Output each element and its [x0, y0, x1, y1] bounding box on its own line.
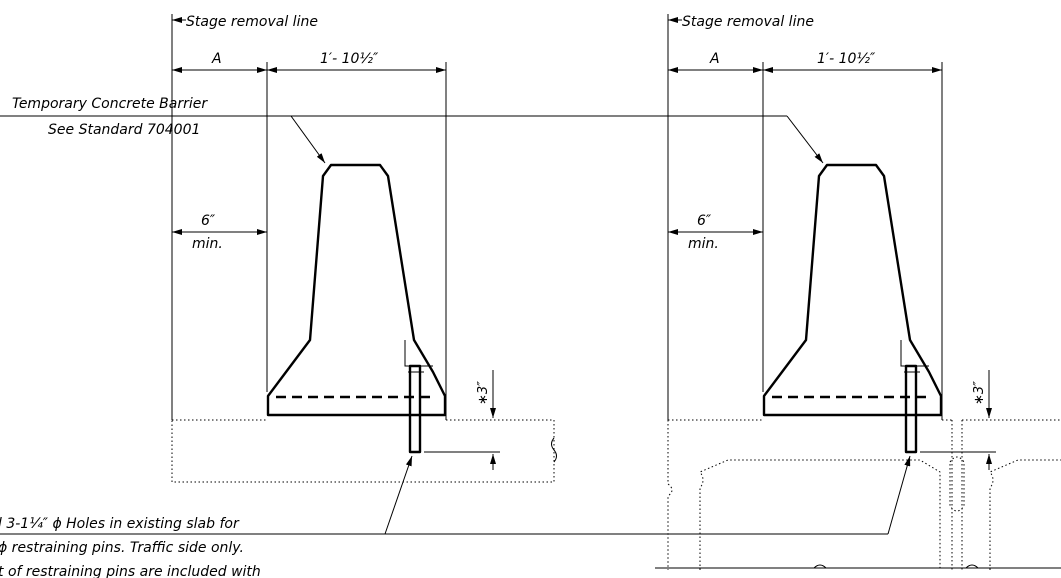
right-min-offset-value: 6″ [697, 213, 712, 229]
hole-note: l 3-1¼″ ϕ Holes in existing slab for ϕ r… [0, 455, 911, 578]
note-line-3: t of restraining pins are included with [0, 564, 261, 578]
right-dim-width-label: 1′- 10½″ [817, 51, 876, 67]
note-line-1: l 3-1¼″ ϕ Holes in existing slab for [0, 516, 240, 532]
note-leader-right [887, 455, 911, 535]
right-stage-removal-label: Stage removal line [682, 14, 814, 30]
right-panel: Stage removal line A 1′- 10½″ 6″ min. ∗3… [655, 14, 1061, 570]
barrier-reference-label: See Standard 704001 [48, 122, 200, 138]
left-restraining-pin [408, 364, 422, 454]
left-existing-slab [171, 419, 555, 483]
barrier-leader-left [290, 115, 326, 164]
right-slab-left-edge [667, 420, 673, 570]
right-pin-notch [900, 340, 929, 367]
right-restraining-pin [904, 364, 918, 454]
barrier-name-label: Temporary Concrete Barrier [12, 96, 208, 112]
note-leader-left [384, 455, 413, 535]
left-slab-break [551, 437, 557, 463]
left-panel: Stage removal line A 1′- 10½″ 6″ min. ∗3… [0, 14, 824, 483]
right-min-offset-suffix: min. [688, 236, 719, 252]
left-pin-notch [404, 340, 433, 367]
left-dim-a-label: A [211, 51, 222, 67]
left-stage-removal-label: Stage removal line [186, 14, 318, 30]
left-min-offset-value: 6″ [201, 213, 216, 229]
right-pin-depth-label: ∗3″ [972, 381, 987, 405]
left-min-offset-suffix: min. [192, 236, 223, 252]
left-dim-width-label: 1′- 10½″ [320, 51, 379, 67]
left-barrier-outline [266, 163, 447, 417]
right-slab-joint [951, 420, 963, 570]
note-line-2: ϕ restraining pins. Traffic side only. [0, 540, 244, 556]
right-slab-break-marks [813, 564, 979, 569]
right-barrier-outline [762, 163, 943, 417]
left-pin-depth-label: ∗3″ [476, 381, 491, 405]
barrier-leader-right [786, 115, 824, 164]
right-dim-a-label: A [709, 51, 720, 67]
right-slab-void-right [989, 459, 1061, 570]
